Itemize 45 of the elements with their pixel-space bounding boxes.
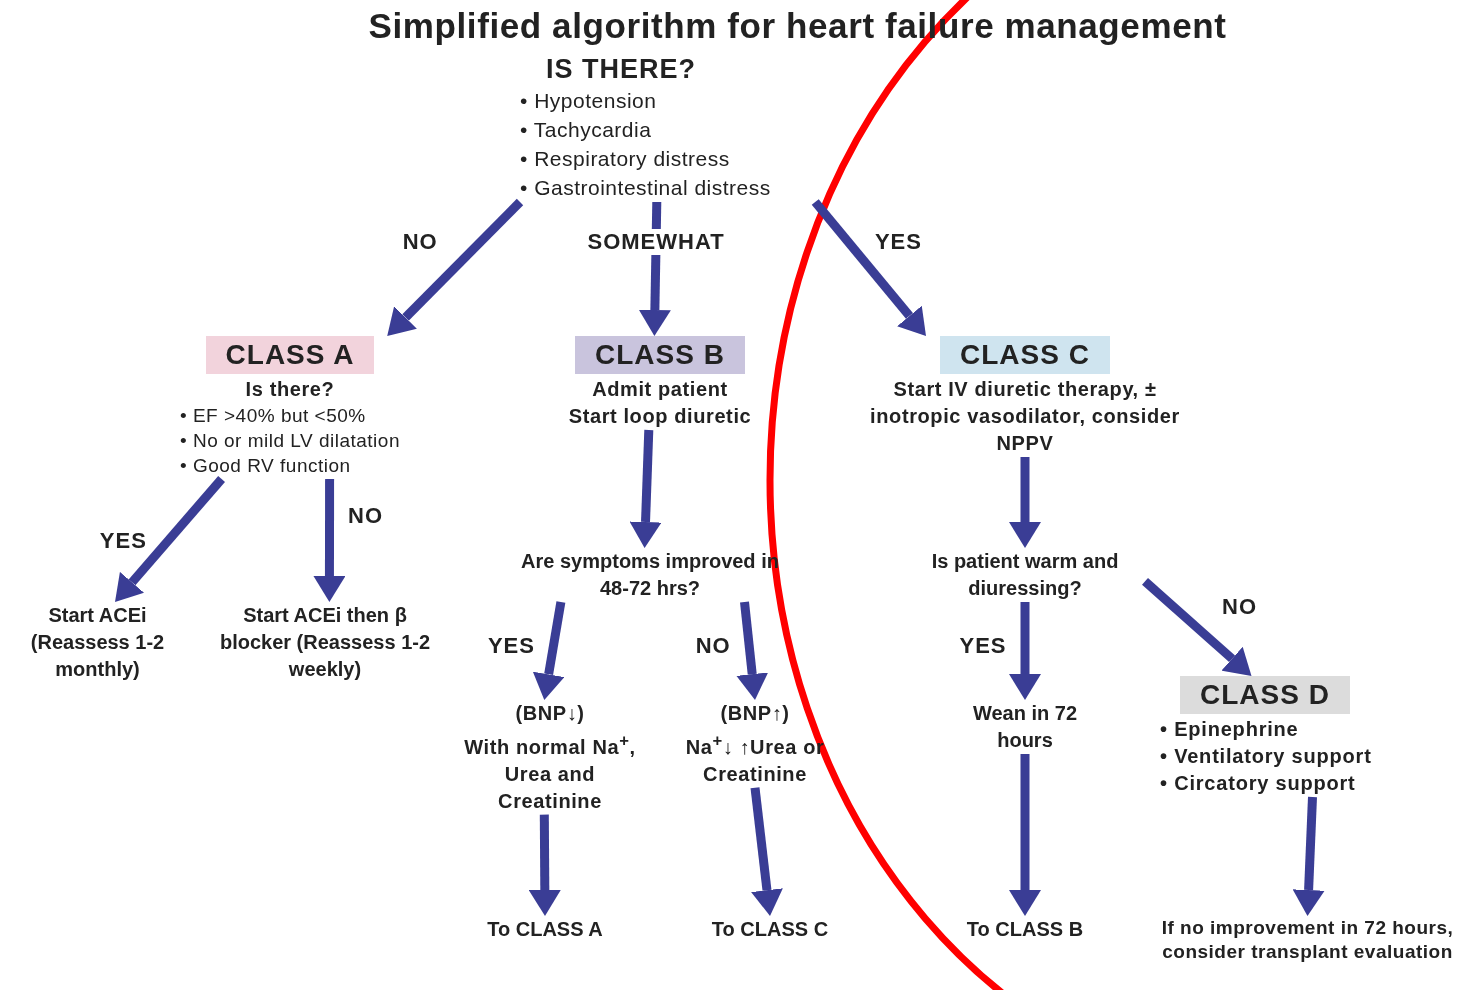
edge-label: SOMEWHAT [585,229,727,256]
bullet-item: • Gastrointestinal distress [520,175,771,201]
node-text: Is there? [244,377,336,402]
node-text: Wean in 72 hours [960,700,1090,754]
node-text: Start ACEi then β blocker (Reassess 1-2 weekly) [215,602,435,683]
node-text: (BNP↓) [514,701,586,726]
arrow [313,479,346,602]
node-text: Admit patient [591,377,729,402]
arrow [1142,578,1252,676]
arrow [1009,754,1041,916]
arrow [736,601,769,700]
arrow [629,429,662,548]
bullet-item: • Good RV function [180,454,352,478]
node-text: To CLASS B [930,916,1120,943]
node-text: Start ACEi (Reassess 1-2 monthly) [10,602,185,683]
arrow [532,601,566,700]
class-heading: CLASS A [205,336,375,374]
node-text: If no improvement in 72 hours, consider transplant evaluation [1150,916,1465,964]
bullet-item: • Circatory support [1160,771,1357,796]
arrow [1292,796,1325,916]
arrow [811,199,926,336]
heading: IS THERE? [545,53,697,86]
node-text: To CLASS C [670,916,870,943]
arrow [115,476,225,602]
class-heading: CLASS D [1180,676,1350,714]
node-text: Is patient warm and diuressing? [905,548,1145,602]
arrow [387,198,524,336]
bullet-item: • Respiratory distress [520,146,731,172]
node-text: (BNP↑) [719,701,791,726]
bullet-item: • Tachycardia [520,117,653,143]
arrow [1009,457,1041,548]
bullet-item: • Hypotension [520,88,658,114]
class-heading: CLASS C [940,336,1110,374]
bullet-item: • EF >40% but <50% [180,404,367,428]
bullet-item: • No or mild LV dilatation [180,429,400,453]
bullet-item: • Epinephrine [1160,717,1300,742]
node-text: To CLASS A [445,916,645,943]
node-text: With normal Na$^{+}$, Urea and Creatinine [463,730,637,814]
arrow [528,814,561,916]
arrow [750,787,783,916]
class-heading: CLASS B [575,336,745,374]
arrow [1009,602,1041,700]
bullet-item: • Ventilatory support [1160,744,1372,769]
node-text: Start loop diuretic [567,404,753,429]
node-text: Start IV diuretic therapy, ± inotropic vasodilator, consider NPPV [869,377,1181,456]
